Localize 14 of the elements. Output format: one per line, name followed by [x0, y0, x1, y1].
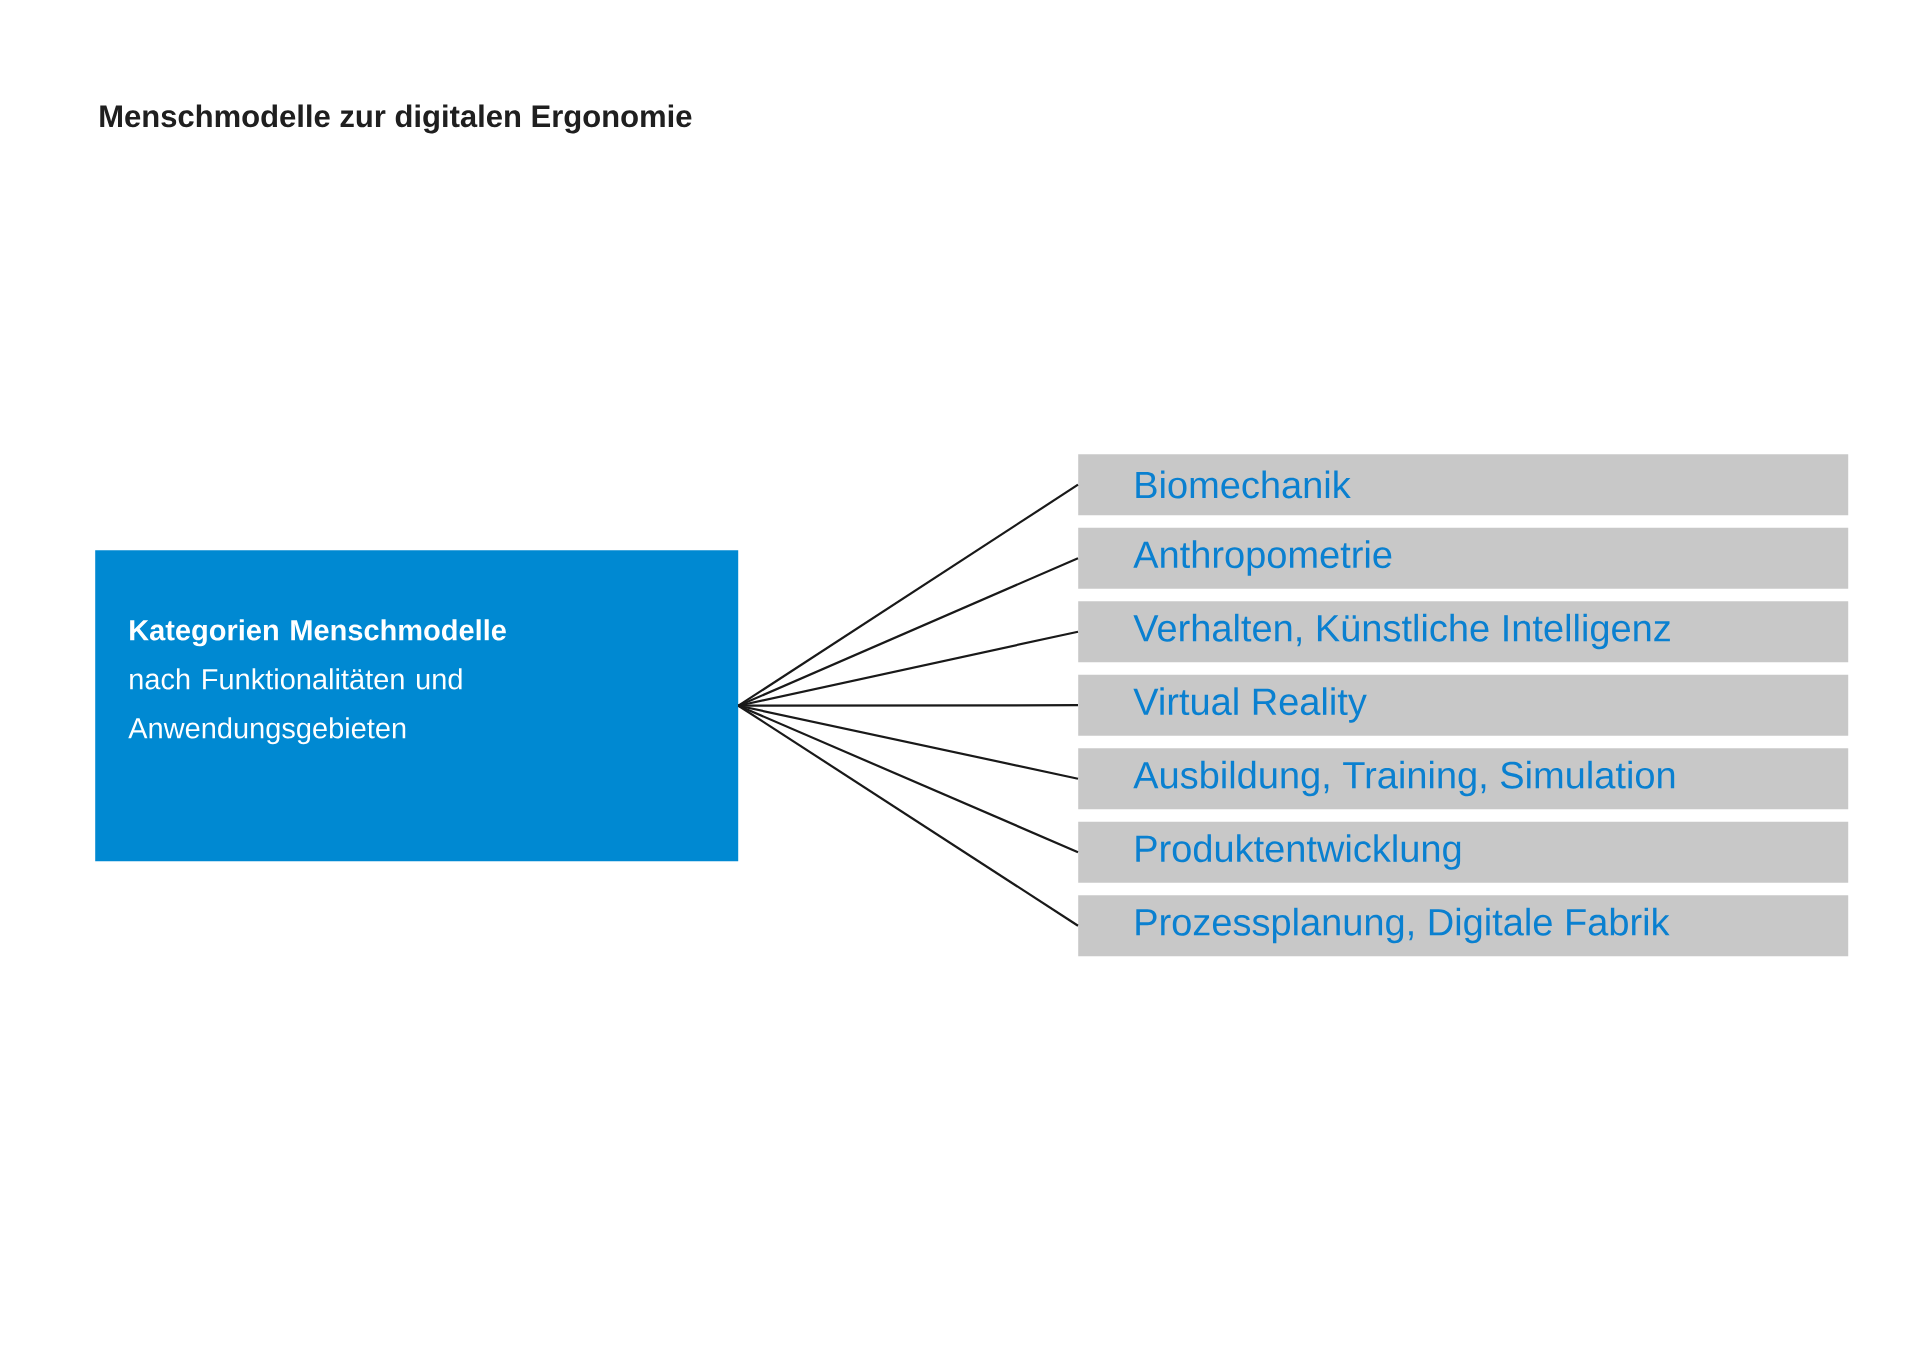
- category-box: Kategorien Menschmodelle nach Funktionalitäten und Anwendungsgebieten: [95, 550, 739, 862]
- topic-box: Verhalten, Künstliche Intelligenz: [1078, 601, 1849, 663]
- topic-box: Prozessplanung, Digitale Fabrik: [1078, 895, 1849, 957]
- topic-box: Produktentwicklung: [1078, 821, 1849, 883]
- connector-line: [737, 704, 1079, 854]
- topic-box: Anthropometrie: [1078, 527, 1849, 589]
- diagram-title: Menschmodelle zur digitalen Ergonomie: [100, 104, 692, 134]
- topic-box: Virtual Reality: [1078, 674, 1849, 736]
- topic-box: Biomechanik: [1078, 454, 1849, 516]
- connector-line: [737, 704, 1079, 927]
- connector-line: [737, 557, 1079, 707]
- connector-line: [738, 630, 1079, 707]
- topic-box: Ausbildung, Training, Simulation: [1078, 748, 1849, 810]
- connector-line: [737, 483, 1079, 707]
